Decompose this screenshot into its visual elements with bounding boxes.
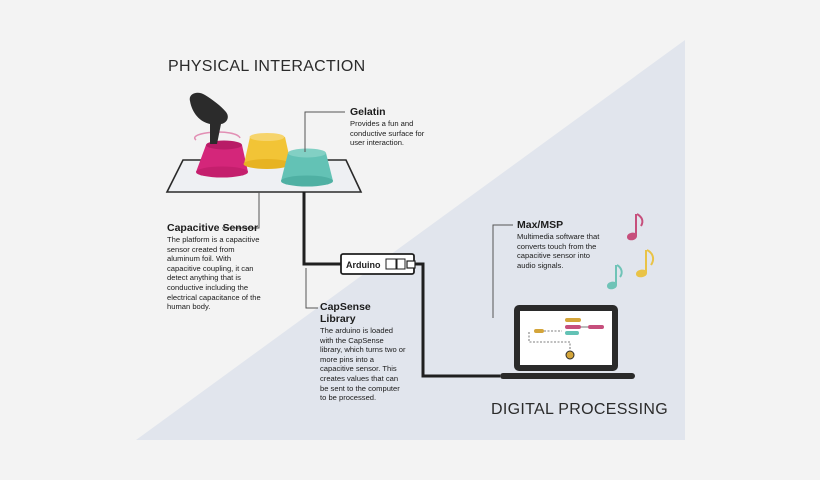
music-note-yellow-icon <box>636 249 655 278</box>
laptop-icon <box>500 305 635 379</box>
wire-platform-arduino <box>302 192 342 266</box>
arduino-label: Arduino <box>346 260 381 270</box>
arduino-board: Arduino <box>340 253 416 275</box>
physical-interaction-heading: PHYSICAL INTERACTION <box>168 58 366 75</box>
wire-arduino-laptop <box>414 262 500 378</box>
music-note-teal-icon <box>607 264 623 290</box>
digital-processing-heading: DIGITAL PROCESSING <box>491 401 668 418</box>
leader-gelatin <box>304 111 345 152</box>
maxmsp-title: Max/MSP <box>517 219 564 231</box>
gelatin-title: Gelatin <box>350 106 386 118</box>
maxmsp-label: Max/MSP Multimedia software that convert… <box>517 219 605 270</box>
maxmsp-description: Multimedia software that converts touch … <box>517 232 600 270</box>
capsense-title: CapSense Library <box>320 301 371 325</box>
gelatin-teal <box>281 148 333 187</box>
capsense-label: CapSense Library The arduino is loaded w… <box>320 301 408 403</box>
capacitive-sensor-title: Capacitive Sensor <box>167 222 259 234</box>
gelatin-description: Provides a fun and conductive surface fo… <box>350 119 425 148</box>
leader-capsense <box>305 268 318 309</box>
leader-maxmsp <box>492 224 513 318</box>
leader-capacitive <box>222 192 260 229</box>
music-note-pink-icon <box>627 213 644 241</box>
gelatin-label: Gelatin Provides a fun and conductive su… <box>350 106 440 148</box>
capacitive-sensor-description: The platform is a capacitive sensor crea… <box>167 235 261 312</box>
maxmsp-patch <box>528 318 604 360</box>
pointing-hand-icon <box>189 92 228 144</box>
gelatin-yellow <box>243 133 291 169</box>
capsense-description: The arduino is loaded with the CapSense … <box>320 326 406 403</box>
capacitive-sensor-label: Capacitive Sensor The platform is a capa… <box>167 222 267 312</box>
